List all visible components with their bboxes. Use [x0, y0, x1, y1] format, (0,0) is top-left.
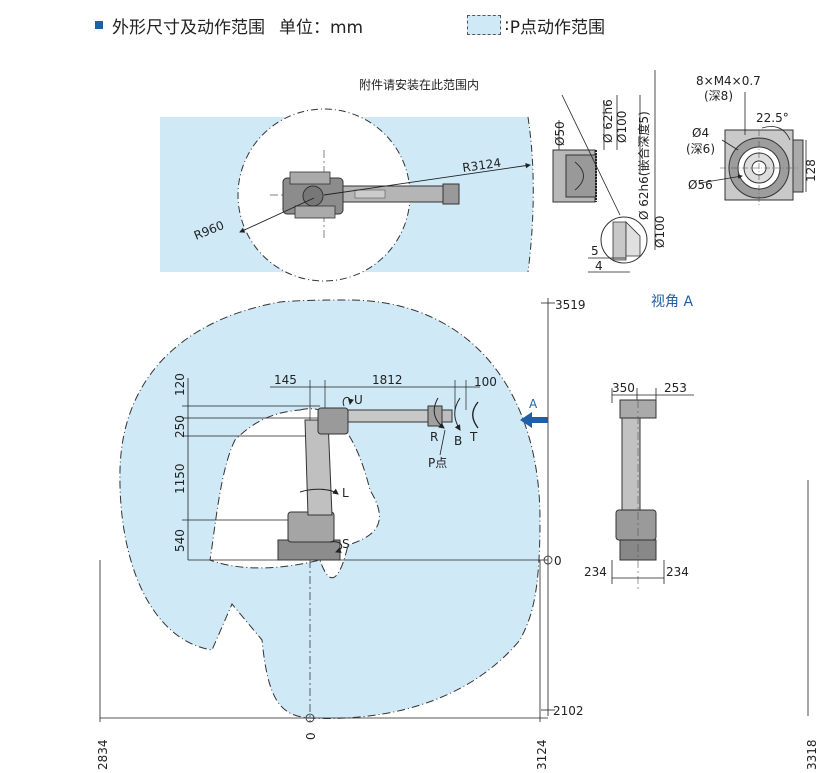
dim-120: 120	[173, 373, 187, 396]
r3124-label: R3124	[461, 156, 501, 175]
dim-x0: 0	[304, 732, 318, 740]
view-a-holes: 8×M4×0.7	[696, 74, 761, 88]
legend: : P点动作范围	[467, 12, 605, 38]
square-bullet-icon	[95, 21, 103, 29]
axis-b: B	[454, 434, 462, 448]
p-point-label: P点	[428, 456, 447, 470]
dim-1150: 1150	[173, 463, 187, 494]
view-a-pin-depth: (深6)	[686, 142, 715, 156]
legend-colon: :	[504, 15, 510, 35]
dim-145: 145	[274, 373, 297, 387]
dim-540: 540	[173, 529, 187, 552]
view-a-dim128: 128	[804, 159, 818, 182]
header-title-group: 外形尺寸及动作范围 单位：mm	[95, 12, 363, 38]
side-view-inner-cutout	[209, 408, 380, 579]
front-dim-350: 350	[612, 381, 635, 395]
view-a-holes-depth: (深8)	[704, 89, 733, 103]
flange-detail: Ø50 Ø 62h6 Ø100 Ø 62h6(嵌合深度5) Ø100 5 4	[552, 70, 667, 273]
axis-s: S	[342, 537, 350, 551]
axis-t: T	[469, 430, 478, 444]
axis-u: U	[354, 393, 363, 407]
legend-text: P点动作范围	[509, 17, 605, 38]
dim-2834: 2834	[96, 739, 110, 770]
view-a: 8×M4×0.7 (深8) 22.5° Ø4 (深6) Ø56 128 视角 A	[651, 74, 818, 310]
flange-dim5: 5	[591, 244, 599, 258]
unit-label: 单位：mm	[279, 17, 364, 38]
dim-2102: 2102	[553, 704, 584, 718]
view-a-d56: Ø56	[688, 178, 713, 192]
attachment-note: 附件请安装在此范围内	[359, 77, 479, 92]
range-swatch-icon	[467, 15, 501, 35]
flange-d50: Ø50	[553, 121, 567, 146]
axis-r: R	[430, 430, 438, 444]
side-view: 3519 0 2102 2834 0 3124 120 250 1150 540	[96, 298, 586, 770]
dim-3124: 3124	[535, 739, 549, 770]
front-dim-234-right: 234	[666, 565, 689, 579]
flange-d100: Ø100	[615, 111, 629, 143]
view-a-pin: Ø4	[692, 126, 709, 140]
view-a-arrow-icon	[520, 412, 548, 428]
right-edge-partial: 3318	[805, 480, 818, 770]
axis-l: L	[342, 486, 349, 500]
dim-1812: 1812	[372, 373, 403, 387]
dim-3519: 3519	[555, 298, 586, 312]
robot-side-image	[277, 405, 453, 561]
right-edge-label: 3318	[805, 739, 818, 770]
dim-100: 100	[474, 375, 497, 389]
front-dim-253: 253	[664, 381, 687, 395]
dim-250: 250	[173, 415, 187, 438]
dim-zero-right: 0	[554, 554, 562, 568]
flange-d100-b: Ø100	[653, 216, 667, 248]
view-a-angle: 22.5°	[756, 111, 789, 125]
front-view: 350 253 234 234	[584, 381, 694, 590]
robot-front-image	[615, 399, 657, 561]
view-a-label: 视角 A	[651, 294, 693, 310]
page-title: 外形尺寸及动作范围	[112, 17, 265, 38]
flange-d62h6: Ø 62h6	[601, 99, 615, 143]
flange-d62h6-depth: Ø 62h6(嵌合深度5)	[636, 111, 651, 220]
view-a-arrow-label: A	[529, 397, 538, 411]
top-view: R3124 R960 附件请安装在此范围内	[160, 77, 534, 282]
front-dim-234-left: 234	[584, 565, 607, 579]
flange-dim4: 4	[595, 259, 603, 273]
